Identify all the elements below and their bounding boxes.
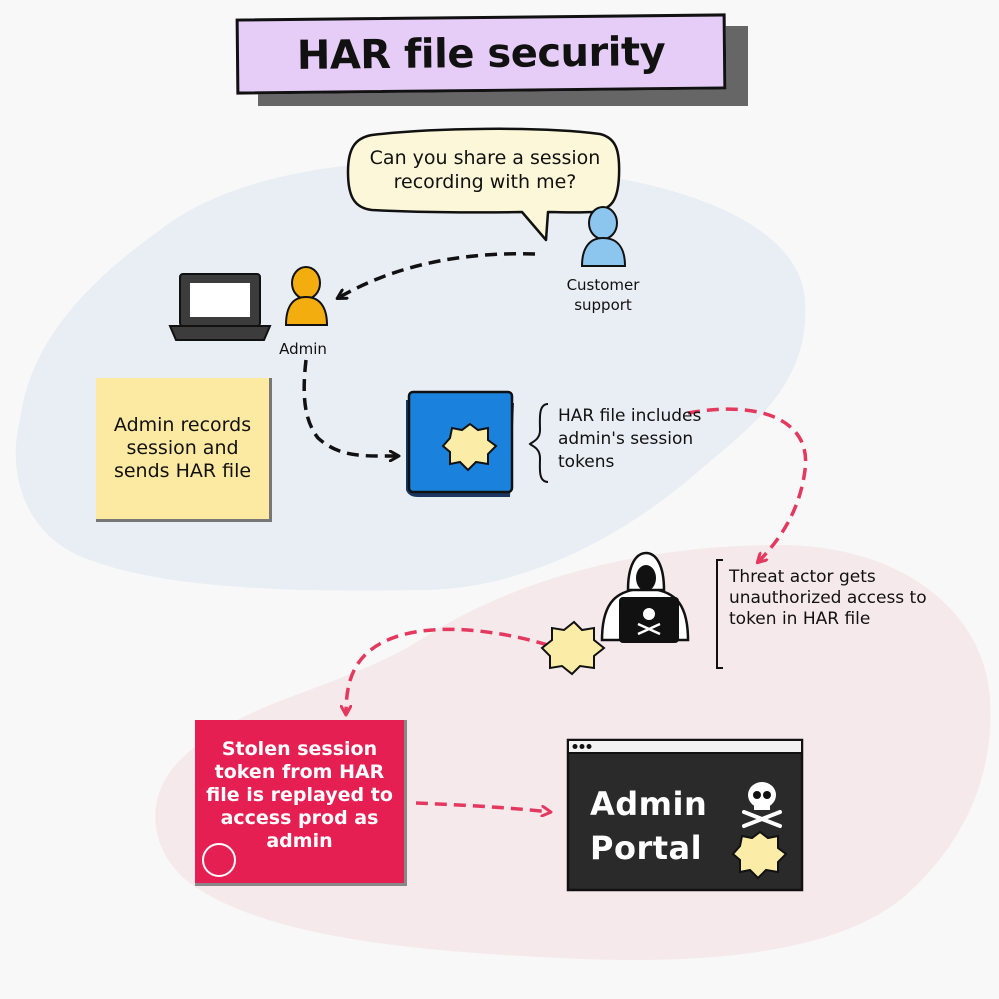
har-file-icon [406, 392, 514, 497]
threat-actor-note: Threat actor gets unauthorized access to… [729, 567, 929, 630]
admin-portal-title: Admin Portal [590, 782, 750, 870]
laptop-icon [170, 274, 270, 340]
har-file-note: HAR file includes admin's session tokens [558, 405, 748, 474]
stolen-token-text: Stolen session token from HAR file is re… [206, 738, 393, 852]
token-icon [542, 622, 604, 674]
blue-background-blob [16, 161, 806, 591]
admin-records-text: Admin records session and sends HAR file [102, 414, 263, 483]
admin-label: Admin [268, 340, 338, 358]
admin-portal-line2: Portal [590, 826, 750, 870]
admin-portal-line1: Admin [590, 782, 750, 826]
admin-records-note: Admin records session and sends HAR file [96, 378, 272, 522]
note-circle-icon [202, 843, 236, 877]
customer-support-label: Customer support [548, 275, 658, 315]
page-title: HAR file security [236, 13, 727, 94]
speech-bubble-text: Can you share a session recording with m… [352, 146, 618, 194]
